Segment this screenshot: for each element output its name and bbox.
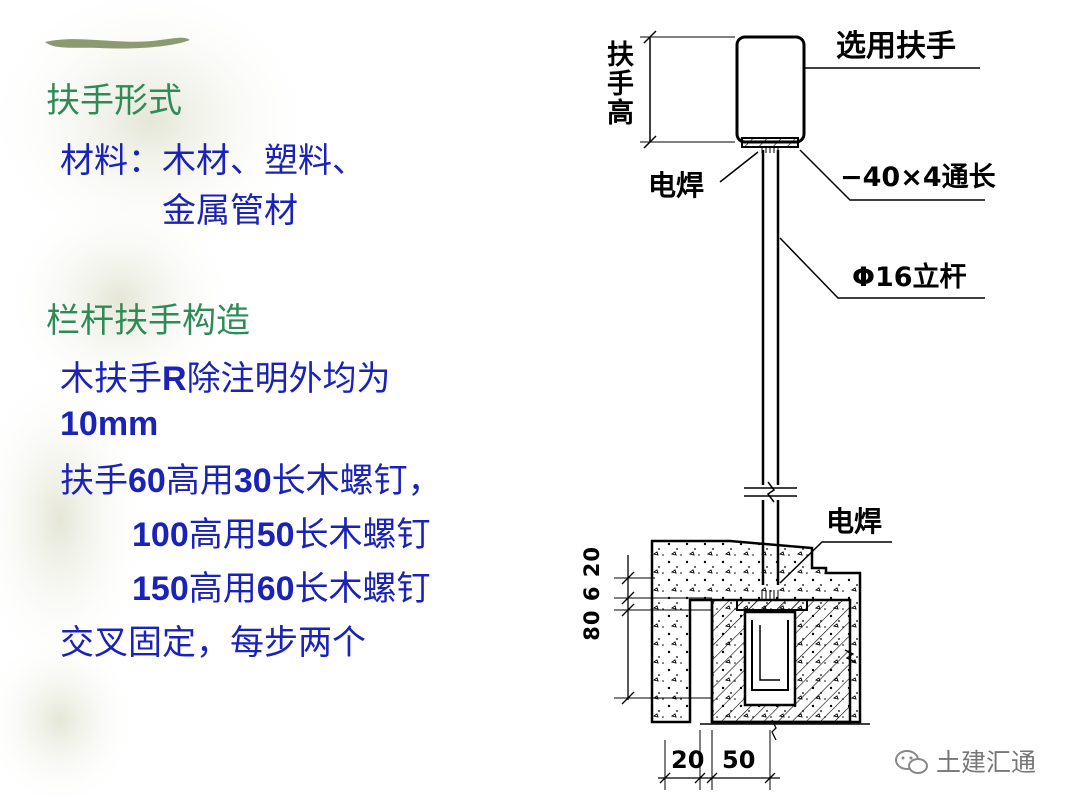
radius-note-suffix: 除注明外均为	[186, 359, 391, 399]
dimension-vertical: 80 6 20	[580, 546, 604, 641]
leader-flat-bar	[799, 149, 985, 201]
screw-rule-2-b: 高用	[188, 515, 257, 555]
fixing-note: 交叉固定，每步两个	[60, 623, 366, 663]
screw-rule-2-d: 长木螺钉	[294, 515, 431, 555]
wechat-icon	[895, 750, 928, 774]
screw-rule-2: 100高用50长木螺钉	[132, 518, 431, 552]
handrail-profile	[735, 35, 806, 144]
screw-rule-2-length: 50	[256, 516, 295, 554]
radius-note-line-1: 木扶手R除注明外均为	[60, 362, 391, 396]
flat-bar	[741, 137, 799, 148]
leader-weld-bottom	[779, 541, 892, 584]
radius-note-line-2: 10mm	[60, 405, 159, 443]
screw-rule-1-a: 扶手	[60, 461, 128, 501]
materials-line-1: 材料：木材、塑料、	[60, 141, 366, 181]
heading-handrail-forms: 扶手形式	[46, 81, 182, 121]
brush-stroke-icon	[45, 37, 190, 49]
leader-post	[779, 237, 985, 299]
label-select-handrail: 选用扶手	[836, 29, 956, 64]
screw-rule-3-length: 60	[256, 570, 295, 608]
screw-rule-3: 150高用60长木螺钉	[132, 572, 431, 606]
radius-note-prefix: 木扶手	[60, 359, 162, 399]
dimension-50: 50	[722, 746, 756, 774]
label-flat-bar: −40×4通长	[840, 162, 996, 193]
screw-rule-1-e: 长木螺钉，	[271, 461, 442, 501]
screw-rule-1-length: 30	[233, 462, 272, 500]
screw-rule-3-height: 150	[132, 570, 189, 608]
heading-handrail-construction: 栏杆扶手构造	[46, 301, 250, 341]
screw-rule-3-b: 高用	[188, 569, 257, 609]
dimension-20: 20	[671, 746, 705, 774]
embedded-channel	[743, 610, 797, 707]
label-handrail-height: 扶手高	[602, 40, 633, 127]
watermark-text: 土建汇通	[936, 748, 1037, 777]
screw-rule-2-height: 100	[132, 516, 189, 554]
screw-rule-1-c: 高用	[165, 461, 234, 501]
screw-rule-3-d: 长木螺钉	[294, 569, 431, 609]
label-weld-bottom: 电焊	[826, 505, 883, 538]
label-weld-top: 电焊	[648, 169, 705, 202]
weld-marks-bottom	[761, 590, 779, 600]
radius-symbol: R	[162, 360, 187, 398]
screw-rule-1-height: 60	[128, 462, 166, 500]
materials-line-2: 金属管材	[162, 191, 298, 231]
label-post: Φ16立杆	[852, 262, 967, 293]
screw-rule-1: 扶手60高用30长木螺钉，	[60, 464, 442, 498]
leader-weld-top	[719, 151, 759, 183]
base-plate	[736, 599, 808, 611]
break-squiggle	[766, 481, 776, 503]
